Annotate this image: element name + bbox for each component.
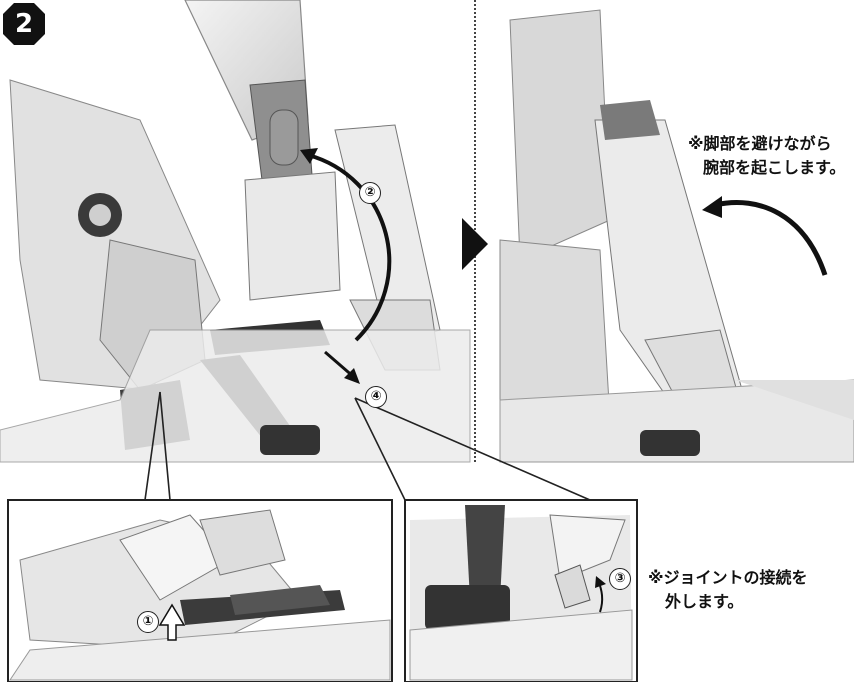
- right-note-line1: ※脚部を避けながら: [688, 134, 832, 153]
- joint-note-line2: 外します。: [665, 592, 744, 611]
- callout-4: ④: [365, 386, 387, 408]
- right-note-line2: 腕部を起こします。: [703, 158, 846, 177]
- callout-1: ①: [137, 611, 159, 633]
- inset-left: [7, 499, 393, 682]
- left-main-panel: [0, 0, 471, 463]
- step-number: 2: [14, 9, 34, 39]
- step-badge: 2: [2, 2, 46, 46]
- zoom-leader-lines: [144, 391, 591, 501]
- step-badge-shape: [3, 3, 45, 45]
- right-panel: [499, 0, 854, 463]
- transition-arrow-icon: [462, 218, 488, 270]
- callout-2: ②: [359, 182, 381, 204]
- callout-3: ③: [609, 568, 631, 590]
- inset-right: [404, 499, 638, 682]
- joint-note-line1: ※ジョイントの接続を: [648, 568, 808, 587]
